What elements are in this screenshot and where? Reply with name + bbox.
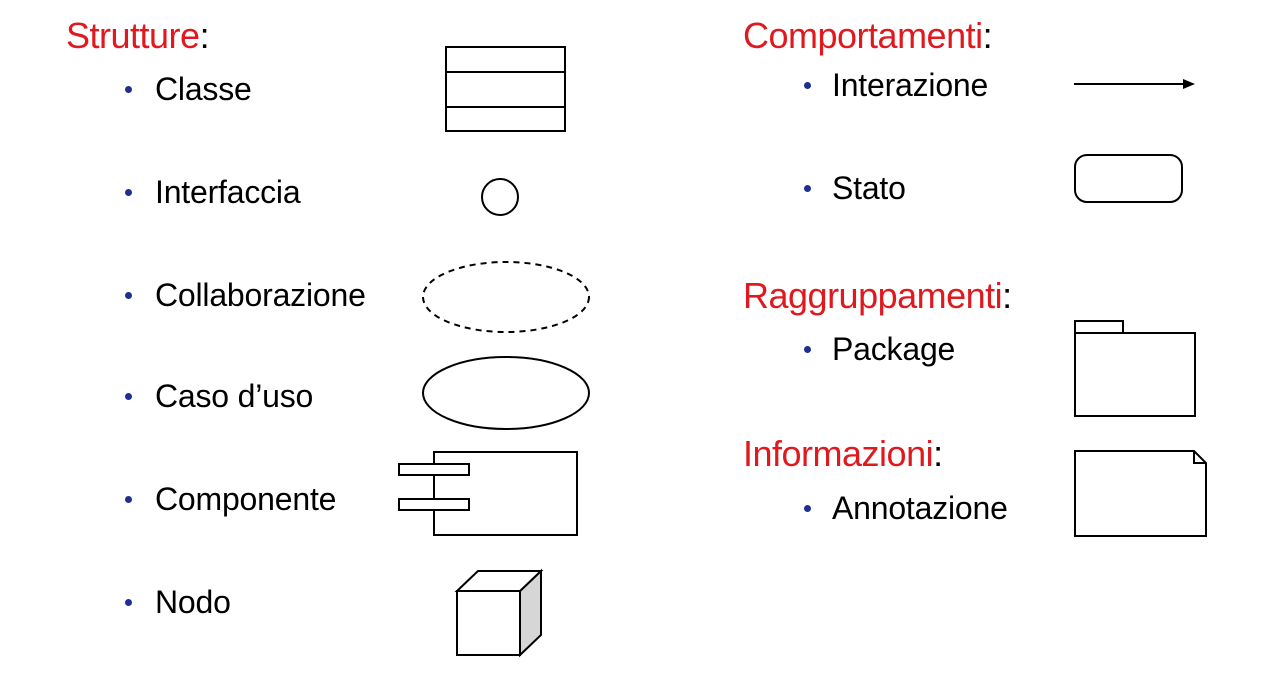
item-collaborazione-label: Collaborazione [155,277,366,313]
interaction-arrow-icon [1074,79,1195,89]
collaboration-icon [421,260,591,334]
heading-comportamenti: Comportamenti: [743,15,993,56]
bullet-package [804,346,811,353]
use-case-icon [421,355,591,431]
note-icon [1074,450,1208,538]
heading-strutture: Strutture: [66,15,210,56]
node-icon [456,569,544,659]
heading-comportamenti-title: Comportamenti [743,15,983,56]
heading-raggruppamenti: Raggruppamenti: [743,276,1012,316]
interface-icon [480,177,520,217]
heading-raggruppamenti-colon: : [1002,275,1012,316]
item-classe-label: Classe [155,71,252,107]
item-nodo-label: Nodo [155,584,231,620]
heading-informazioni: Informazioni: [743,434,943,474]
state-icon [1074,154,1184,204]
heading-comportamenti-colon: : [982,15,993,56]
bullet-componente [125,496,132,503]
item-interfaccia-label: Interfaccia [155,174,301,210]
bullet-caso-uso [125,393,132,400]
bullet-classe [125,86,132,93]
item-annotazione-label: Annotazione [832,490,1008,526]
heading-strutture-title: Strutture [66,15,200,56]
heading-informazioni-colon: : [933,433,943,474]
bullet-collaborazione [125,292,132,299]
item-caso-uso-label: Caso d’uso [155,378,314,414]
item-stato-label: Stato [832,170,906,206]
bullet-annotazione [804,505,811,512]
item-componente-label: Componente [155,481,337,517]
bullet-interfaccia [125,189,132,196]
bullet-interazione [804,82,811,89]
item-package-label: Package [832,331,956,367]
bullet-nodo [125,599,132,606]
heading-informazioni-title: Informazioni [743,433,934,474]
item-interazione-label: Interazione [832,67,989,103]
class-icon [445,46,567,132]
bullet-stato [804,185,811,192]
heading-raggruppamenti-title: Raggruppamenti [743,275,1003,316]
heading-strutture-colon: : [199,15,210,56]
component-icon [397,450,579,538]
package-icon [1074,320,1196,418]
